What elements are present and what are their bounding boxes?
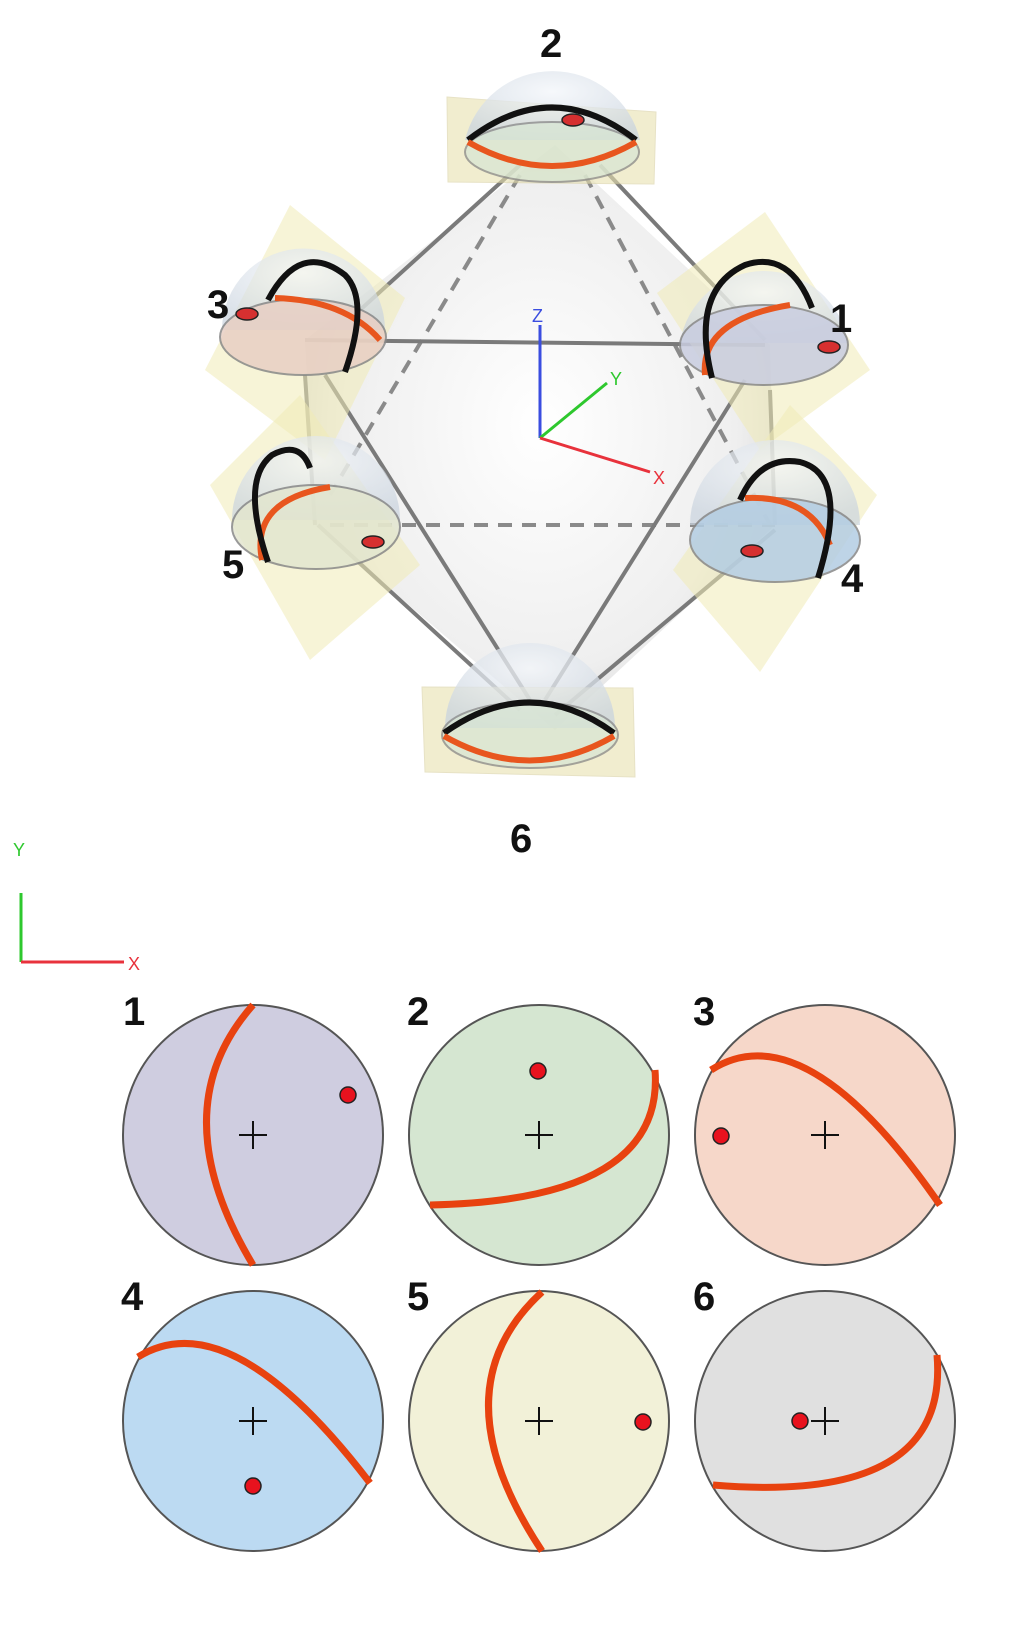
great-circle-5 bbox=[485, 1289, 545, 1553]
net-label-6: 6 bbox=[693, 1275, 715, 1319]
axes-3d: Z Y X bbox=[532, 306, 665, 488]
pole-6 bbox=[791, 1412, 809, 1430]
vertex-4-net bbox=[673, 405, 877, 672]
vertex-label-5: 5 bbox=[222, 543, 244, 587]
disk-2 bbox=[464, 121, 640, 183]
pole-5 bbox=[361, 535, 385, 549]
y-axis-label: Y bbox=[610, 369, 622, 389]
black-arc-1 bbox=[702, 258, 815, 379]
vertex-label-3: 3 bbox=[207, 283, 229, 327]
net-label-1: 1 bbox=[123, 990, 145, 1034]
vertex-label-4: 4 bbox=[841, 557, 864, 601]
black-arc-5 bbox=[251, 446, 313, 563]
pole-4 bbox=[740, 544, 764, 558]
center-cross-1 bbox=[239, 1121, 267, 1149]
great-circle-6 bbox=[712, 1354, 942, 1491]
great-circle-3 bbox=[709, 1052, 943, 1207]
x-axis-line bbox=[539, 436, 651, 474]
orange-arc-2 bbox=[466, 139, 638, 169]
pole-3 bbox=[235, 307, 259, 321]
black-arc-6 bbox=[442, 699, 616, 736]
black-arc-3 bbox=[265, 259, 361, 373]
vertex-label-6: 6 bbox=[510, 817, 532, 861]
vertex-5-net bbox=[210, 395, 420, 660]
pole-2 bbox=[529, 1062, 547, 1080]
great-circle-1 bbox=[203, 1002, 257, 1267]
y-axis-2d-label: Y bbox=[13, 840, 25, 860]
vertex-3-net bbox=[205, 205, 405, 460]
pole-5 bbox=[634, 1413, 652, 1431]
black-arc-4 bbox=[737, 458, 834, 579]
vertex-6-net bbox=[421, 643, 636, 778]
orange-arc-3 bbox=[274, 295, 383, 342]
center-cross-4 bbox=[239, 1407, 267, 1435]
pole-3 bbox=[712, 1127, 730, 1145]
axes-2d: Y X bbox=[13, 840, 140, 974]
vertex-1-net bbox=[657, 212, 870, 450]
orange-arc-4 bbox=[744, 494, 833, 547]
net-label-5: 5 bbox=[407, 1275, 429, 1319]
center-cross-5 bbox=[525, 1407, 553, 1435]
net-label-3: 3 bbox=[693, 990, 715, 1034]
x-axis-2d-label: X bbox=[128, 954, 140, 974]
center-cross-6 bbox=[811, 1407, 839, 1435]
net-label-4: 4 bbox=[121, 1275, 144, 1319]
stereonet-4: 4 bbox=[121, 1275, 384, 1552]
orange-arc-1 bbox=[701, 302, 791, 376]
great-circle-4 bbox=[136, 1340, 373, 1486]
orange-arc-6 bbox=[442, 733, 616, 764]
vertex-2-net bbox=[446, 71, 657, 185]
stereonet-2: 2 bbox=[407, 990, 670, 1266]
vertex-label-1: 1 bbox=[830, 297, 852, 341]
disk-1 bbox=[679, 304, 849, 386]
vertex-label-2: 2 bbox=[540, 22, 562, 66]
stereonet-6: 6 bbox=[693, 1275, 956, 1552]
stereonet-1: 1 bbox=[122, 990, 384, 1267]
net-label-2: 2 bbox=[407, 990, 429, 1034]
great-circle-2 bbox=[429, 1069, 659, 1209]
pole-4 bbox=[244, 1477, 262, 1495]
stereonet-3: 3 bbox=[693, 990, 956, 1266]
disk-5 bbox=[231, 484, 401, 570]
stereonet-5: 5 bbox=[407, 1275, 670, 1553]
black-arc-2 bbox=[466, 104, 638, 143]
stereonets: 1 2 3 4 bbox=[121, 990, 956, 1553]
z-axis-label: Z bbox=[532, 306, 543, 326]
pole-2 bbox=[561, 113, 585, 127]
disk-4 bbox=[689, 497, 861, 583]
x-axis-label: X bbox=[653, 468, 665, 488]
pole-1 bbox=[817, 340, 841, 354]
pole-1 bbox=[339, 1086, 357, 1104]
y-axis-line bbox=[539, 381, 608, 440]
center-cross-2 bbox=[525, 1121, 553, 1149]
center-cross-3 bbox=[811, 1121, 839, 1149]
octahedron-figure: Z Y X bbox=[205, 22, 877, 861]
